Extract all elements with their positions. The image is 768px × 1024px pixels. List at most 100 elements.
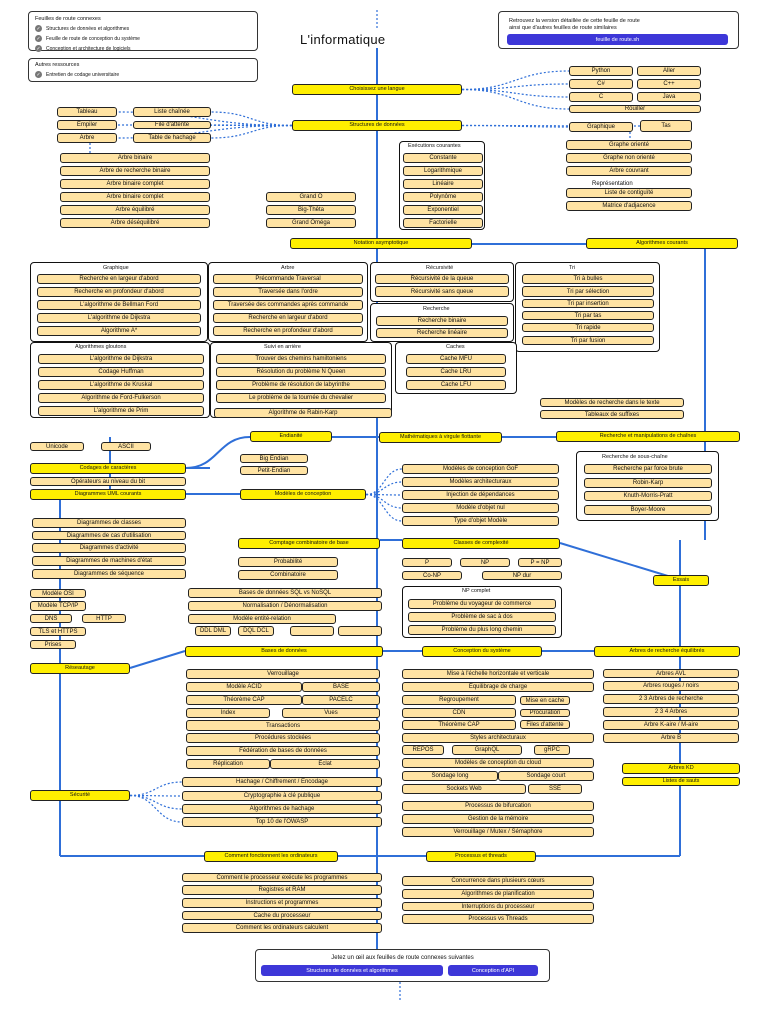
node-voyageur[interactable]: Problème du voyageur de commerce bbox=[408, 599, 556, 609]
node-arbre[interactable]: Arbre bbox=[57, 133, 117, 143]
node-processus-threads[interactable]: Processus et threads bbox=[426, 851, 536, 862]
node-vues[interactable]: Vues bbox=[282, 708, 380, 718]
node-ordinateurs[interactable]: Comment fonctionnent les ordinateurs bbox=[204, 851, 338, 862]
node-lfu[interactable]: Cache LFU bbox=[406, 380, 506, 390]
node-replication[interactable]: Réplication bbox=[186, 759, 270, 769]
node-arbre-binaire[interactable]: Arbre binaire bbox=[60, 153, 210, 163]
node-architecturaux[interactable]: Modèles architecturaux bbox=[402, 477, 559, 487]
node-conception-systeme[interactable]: Conception du système bbox=[422, 646, 542, 657]
node-cdn[interactable]: CDN bbox=[402, 708, 516, 718]
node-liste-contiguite[interactable]: Liste de contiguïté bbox=[566, 188, 692, 198]
node-regroupement[interactable]: Regroupement bbox=[402, 695, 516, 705]
node-aller[interactable]: Aller bbox=[637, 66, 701, 76]
node-huffman[interactable]: Codage Huffman bbox=[38, 367, 204, 377]
node-gl-dijkstra[interactable]: L'algorithme de Dijkstra bbox=[38, 354, 204, 364]
node-ddl-dml[interactable]: DDL DML bbox=[195, 626, 231, 636]
node-styles-archi[interactable]: Styles architecturaux bbox=[402, 733, 594, 743]
legend-item[interactable]: ✓Feuille de route de conception du systè… bbox=[35, 35, 140, 42]
node-c[interactable]: C bbox=[569, 92, 633, 102]
node-tri-tas[interactable]: Tri par tas bbox=[522, 311, 654, 320]
node-ascii[interactable]: ASCII bbox=[101, 442, 151, 451]
node-tls[interactable]: TLS et HTTPS bbox=[30, 627, 86, 636]
node-cap2[interactable]: Théorème CAP bbox=[402, 720, 516, 730]
node-tas[interactable]: Tas bbox=[640, 120, 692, 132]
node-cs[interactable]: C# bbox=[569, 79, 633, 89]
node-python[interactable]: Python bbox=[569, 66, 633, 76]
node-bellman[interactable]: L'algorithme de Bellman Ford bbox=[37, 300, 201, 310]
node-rabin-karp[interactable]: Algorithme de Rabin-Karp bbox=[214, 408, 392, 418]
dsa-roadmap-button[interactable]: Structures de données et algorithmes bbox=[261, 965, 443, 976]
node-tableaux-suffixes[interactable]: Tableaux de suffixes bbox=[540, 410, 684, 419]
node-diag-sequence[interactable]: Diagrammes de séquence bbox=[32, 569, 186, 579]
node-verrouillage[interactable]: Verrouillage / Mutex / Sémaphore bbox=[402, 827, 594, 837]
node-rech-lineaire[interactable]: Recherche linéaire bbox=[376, 328, 508, 338]
node-owasp[interactable]: Top 10 de l'OWASP bbox=[182, 817, 382, 827]
node-files-attente[interactable]: Files d'attente bbox=[520, 720, 570, 729]
node-notation[interactable]: Notation asymptotique bbox=[290, 238, 472, 249]
node-lang[interactable]: Choisissez une langue bbox=[292, 84, 462, 95]
node-securite[interactable]: Sécurité bbox=[30, 790, 130, 801]
node-big-endian[interactable]: Big Endian bbox=[240, 454, 308, 463]
node-proc-vs-threads[interactable]: Processus vs Threads bbox=[402, 914, 594, 924]
node-hachage[interactable]: Hachage / Chiffrement / Encodage bbox=[182, 777, 382, 787]
node-arbre-equilibre[interactable]: Arbre équilibré bbox=[60, 205, 210, 215]
node-tri-selection[interactable]: Tri par sélection bbox=[522, 286, 654, 297]
node-labyrinthe[interactable]: Problème de résolution de labyrinthe bbox=[216, 380, 386, 390]
node-force-brute[interactable]: Recherche par force brute bbox=[584, 464, 712, 474]
node-bases-donnees[interactable]: Bases de données bbox=[185, 646, 383, 657]
node-rech-chaines[interactable]: Recherche et manipulations de chaînes bbox=[556, 431, 740, 442]
node-mise-echelle[interactable]: Mise à l'échelle horizontale et vertical… bbox=[402, 669, 594, 679]
node-algos-hachage[interactable]: Algorithmes de hachage bbox=[182, 804, 382, 814]
node-empiler[interactable]: Empiler bbox=[57, 120, 117, 130]
node-sockets[interactable]: Sockets Web bbox=[402, 784, 526, 794]
node-acid[interactable]: Modèle ACID bbox=[186, 682, 302, 692]
node-tableau[interactable]: Tableau bbox=[57, 107, 117, 117]
api-design-roadmap-button[interactable]: Conception d'API bbox=[448, 965, 538, 976]
node-probabilite[interactable]: Probabilité bbox=[238, 557, 338, 567]
node-arbre-binaire-complet[interactable]: Arbre binaire complet bbox=[60, 179, 210, 189]
node-co-np[interactable]: Co-NP bbox=[402, 571, 462, 580]
node-arbre-couvrant[interactable]: Arbre couvrant bbox=[566, 166, 692, 176]
node-ford-fulkerson[interactable]: Algorithme de Ford-Fulkerson bbox=[38, 393, 204, 403]
legend-item[interactable]: ✓Structures de données et algorithmes bbox=[35, 25, 130, 32]
node-sac-dos[interactable]: Problème de sac à dos bbox=[408, 612, 556, 622]
node-liste-chainee[interactable]: Liste chaînée bbox=[133, 107, 211, 117]
node-blank2[interactable] bbox=[338, 626, 382, 636]
node-modeles-recherche[interactable]: Modèles de recherche dans le texte bbox=[540, 398, 684, 407]
node-entite-relation[interactable]: Modèle entité-relation bbox=[188, 614, 336, 624]
node-classes-complexite[interactable]: Classes de complexité bbox=[402, 538, 560, 549]
node-k-aire[interactable]: Arbre K-aire / M-aire bbox=[603, 720, 739, 730]
node-listes-sauts[interactable]: Listes de sauts bbox=[622, 777, 740, 786]
node-astar[interactable]: Algorithme A* bbox=[37, 326, 201, 336]
node-procedures[interactable]: Procédures stockées bbox=[186, 733, 380, 743]
node-prim[interactable]: L'algorithme de Prim bbox=[38, 406, 204, 416]
node-pacelc[interactable]: PACELC bbox=[302, 695, 380, 705]
node-reseautage[interactable]: Réseautage bbox=[30, 663, 130, 674]
node-algos[interactable]: Algorithmes courants bbox=[586, 238, 738, 249]
node-big-theta[interactable]: Big-Thêta bbox=[266, 205, 356, 215]
node-g-largeur[interactable]: Recherche en largeur d'abord bbox=[37, 274, 201, 284]
node-osi[interactable]: Modèle OSI bbox=[30, 589, 86, 598]
node-tri-rapide[interactable]: Tri rapide bbox=[522, 323, 654, 332]
node-matrice[interactable]: Matrice d'adjacence bbox=[566, 201, 692, 211]
node-injection[interactable]: Injection de dépendances bbox=[402, 490, 559, 500]
node-unicode[interactable]: Unicode bbox=[30, 442, 84, 451]
node-instructions[interactable]: Instructions et programmes bbox=[182, 898, 382, 908]
node-tri-bulles[interactable]: Tri à bulles bbox=[522, 274, 654, 284]
node-transactions[interactable]: Transactions bbox=[186, 720, 380, 731]
node-np-dur[interactable]: NP dur bbox=[482, 571, 562, 580]
node-concurrence[interactable]: Concurrence dans plusieurs cœurs bbox=[402, 876, 594, 886]
node-robin-karp[interactable]: Robin-Karp bbox=[584, 478, 712, 488]
node-traversal-apres[interactable]: Traversée des commandes après commande bbox=[213, 300, 363, 310]
node-cpp[interactable]: C++ bbox=[637, 79, 701, 89]
node-verrouillage-bd[interactable]: Verrouillage bbox=[186, 669, 380, 679]
node-repos[interactable]: REPOS bbox=[402, 745, 444, 755]
node-bifurcation[interactable]: Processus de bifurcation bbox=[402, 801, 594, 811]
node-normalisation[interactable]: Normalisation / Dénormalisation bbox=[188, 601, 382, 611]
node-p[interactable]: P bbox=[402, 558, 452, 567]
node-rouges-noirs[interactable]: Arbres rouges / noirs bbox=[603, 681, 739, 691]
node-rec-queue[interactable]: Récursivité de la queue bbox=[375, 274, 509, 284]
node-sondage-long[interactable]: Sondage long bbox=[402, 771, 498, 781]
resource-item[interactable]: ✓Entretien de codage universitaire bbox=[35, 71, 120, 78]
node-java[interactable]: Java bbox=[637, 92, 701, 102]
